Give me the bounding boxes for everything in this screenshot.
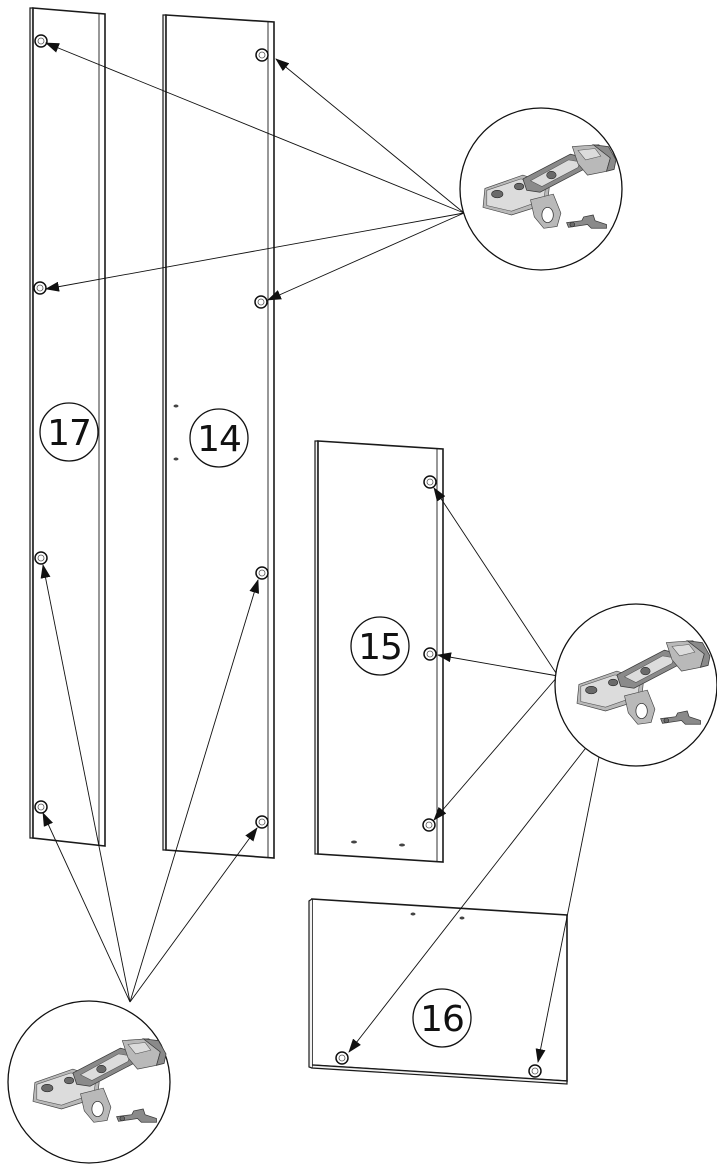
panel-15-label: 15	[350, 616, 410, 676]
arrows-top-hinge	[45, 42, 465, 301]
panel-14: 14	[162, 14, 275, 859]
pin-hole-14-1	[173, 404, 179, 408]
hole-14-1	[255, 48, 269, 62]
panel-17-label: 17	[39, 402, 99, 462]
panel-17-label-text: 17	[47, 413, 91, 454]
cabinet-hinge-icon	[7, 1000, 171, 1164]
panel-17: 17	[29, 7, 106, 847]
cabinet-hinge-icon	[554, 603, 717, 767]
hole-14-4	[255, 815, 269, 829]
panel-16: 16	[308, 898, 568, 1085]
hole-17-4	[34, 800, 48, 814]
pin-hole-15-2	[399, 843, 405, 847]
hole-14-3	[255, 566, 269, 580]
hole-17-1	[34, 34, 48, 48]
hole-15-1	[423, 475, 437, 489]
hole-16-2	[528, 1064, 542, 1078]
pin-hole-14-2	[173, 457, 179, 461]
panel-16-label: 16	[412, 988, 472, 1048]
arrows-right-hinge	[348, 487, 607, 1063]
hole-17-3	[34, 551, 48, 565]
panel-14-label-text: 14	[197, 419, 241, 460]
pin-hole-16-1	[410, 912, 416, 916]
panel-14-label: 14	[189, 408, 249, 468]
hole-15-2	[423, 647, 437, 661]
panel-16-label-text: 16	[420, 999, 464, 1040]
hole-15-3	[422, 818, 436, 832]
panel-15-label-text: 15	[358, 627, 402, 668]
hole-16-1	[335, 1051, 349, 1065]
panel-15: 15	[314, 440, 444, 863]
pin-hole-16-2	[459, 916, 465, 920]
hole-17-2	[33, 281, 47, 295]
arrows-bottom-hinge	[40, 564, 260, 1003]
cabinet-hinge-icon	[459, 107, 623, 271]
hole-14-2	[254, 295, 268, 309]
pin-hole-15-1	[351, 840, 357, 844]
